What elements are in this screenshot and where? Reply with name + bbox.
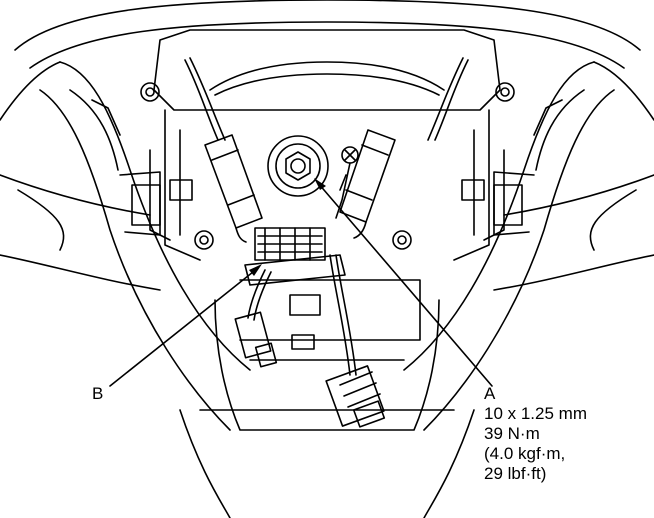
upper-wiring — [184, 57, 469, 141]
right-bracket — [461, 171, 535, 236]
left-spoke — [0, 89, 161, 291]
lower-connector — [325, 365, 386, 428]
callout-a: A 10 x 1.25 mm 39 N·m (4.0 kgf·m, 29 lbf… — [484, 384, 587, 484]
callout-b: B — [92, 384, 104, 403]
left-bracket — [119, 171, 193, 236]
leader-line-b — [109, 267, 259, 387]
steering-wheel-rim — [0, 0, 654, 431]
leader-line-a — [317, 182, 493, 387]
leader-arrow-a — [314, 178, 326, 190]
hub-housing — [149, 29, 505, 261]
bolt-size: 10 x 1.25 mm — [484, 404, 587, 423]
lower-harness — [234, 254, 357, 376]
mounting-boss-left-lower — [194, 230, 214, 250]
ground-screw — [335, 146, 359, 219]
left-inflator-connector — [204, 134, 263, 243]
leader-arrow-b — [249, 264, 262, 276]
right-inflator-connector — [339, 129, 396, 239]
callout-a-letter: A — [484, 384, 496, 403]
mounting-boss-right-lower — [392, 230, 412, 250]
hub-plate — [239, 279, 421, 350]
right-spoke — [493, 89, 654, 291]
torque-kgfm: (4.0 kgf·m, — [484, 444, 566, 463]
mounting-boss-right-upper — [495, 82, 515, 102]
torque-nm: 39 N·m — [484, 424, 540, 443]
lower-hub — [179, 299, 475, 518]
center-bolt — [267, 135, 329, 197]
clock-spring-connector — [244, 227, 346, 286]
mounting-boss-left-upper — [140, 82, 160, 102]
torque-lbfft: 29 lbf·ft) — [484, 464, 547, 483]
